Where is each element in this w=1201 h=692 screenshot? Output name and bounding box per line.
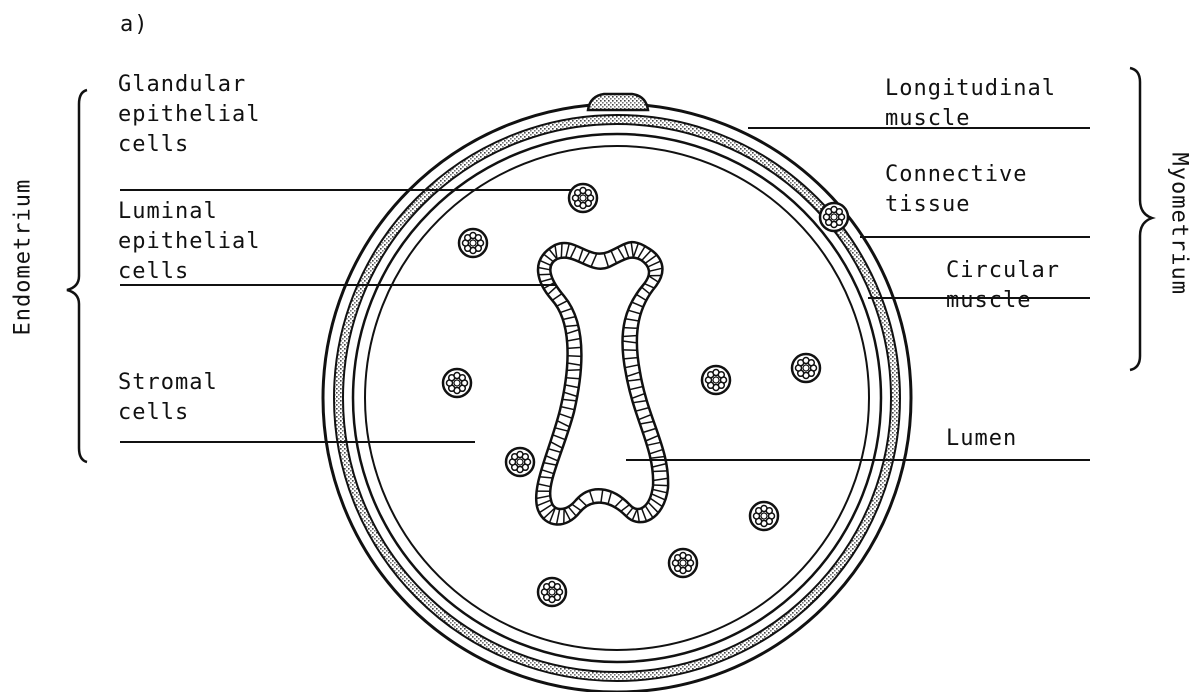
label-line: Lumen bbox=[946, 424, 1017, 454]
label-line: Longitudinal bbox=[885, 74, 1056, 104]
label-glandular-epithelial-cells: Glandular epithelial cells bbox=[118, 70, 260, 160]
gland-cell bbox=[750, 502, 778, 530]
myometrium-brace bbox=[1130, 68, 1152, 370]
label-line: Glandular bbox=[118, 70, 260, 100]
label-stromal-cells: Stromal cells bbox=[118, 368, 218, 428]
label-lumen: Lumen bbox=[946, 424, 1017, 454]
label-line: Circular bbox=[946, 256, 1060, 286]
gland-cell bbox=[443, 369, 471, 397]
label-line: Connective bbox=[885, 160, 1027, 190]
label-line: cells bbox=[118, 130, 260, 160]
label-connective-tissue: Connective tissue bbox=[885, 160, 1027, 220]
label-luminal-epithelial-cells: Luminal epithelial cells bbox=[118, 197, 260, 287]
label-line: muscle bbox=[885, 104, 1056, 134]
mesometrial-attachment bbox=[588, 94, 648, 110]
gland-cell bbox=[506, 448, 534, 476]
panel-label: a) bbox=[120, 10, 149, 40]
endometrium-brace bbox=[67, 90, 87, 462]
gland-cell bbox=[538, 578, 566, 606]
group-label-endometrium: Endometrium bbox=[11, 206, 36, 336]
gland-cell bbox=[459, 229, 487, 257]
label-line: muscle bbox=[946, 286, 1060, 316]
label-line: tissue bbox=[885, 190, 1027, 220]
label-circular-muscle: Circular muscle bbox=[946, 256, 1060, 316]
label-line: epithelial bbox=[118, 227, 260, 257]
gland-cell bbox=[792, 354, 820, 382]
label-line: Stromal bbox=[118, 368, 218, 398]
gland-cell bbox=[702, 366, 730, 394]
label-line: cells bbox=[118, 398, 218, 428]
group-label-myometrium: Myometrium bbox=[1167, 153, 1192, 283]
gland-cell bbox=[820, 203, 848, 231]
label-line: Luminal bbox=[118, 197, 260, 227]
gland-cell bbox=[569, 184, 597, 212]
gland-cell bbox=[669, 549, 697, 577]
label-line: epithelial bbox=[118, 100, 260, 130]
label-longitudinal-muscle: Longitudinal muscle bbox=[885, 74, 1056, 134]
label-line: cells bbox=[118, 257, 260, 287]
